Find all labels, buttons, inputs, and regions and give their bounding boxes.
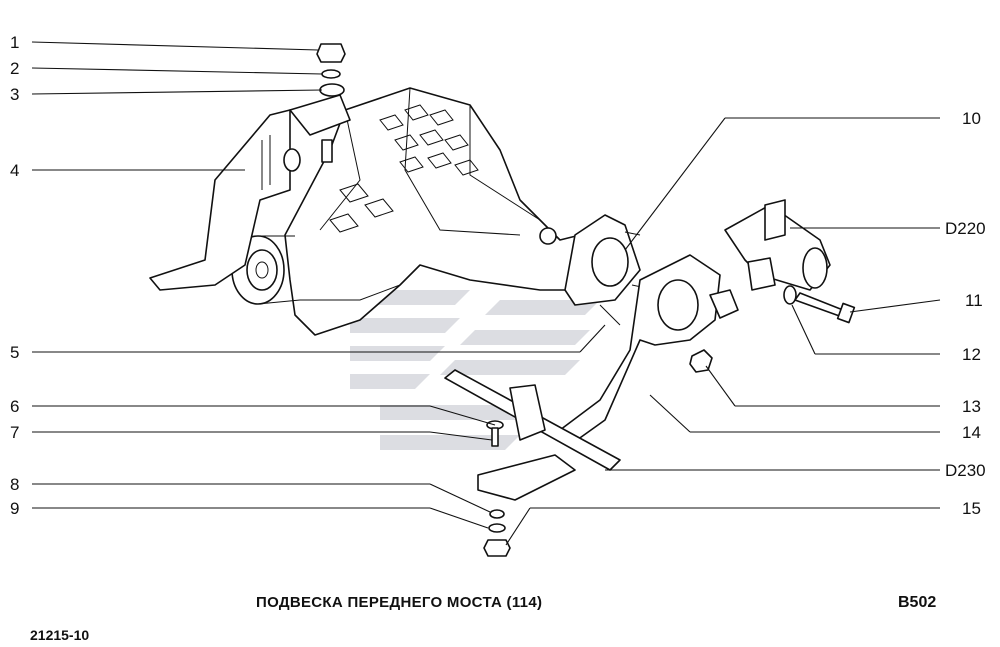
callout-7: 7: [10, 423, 19, 442]
callout-11: 11: [965, 291, 983, 310]
callout-d230: D230: [945, 461, 986, 480]
callout-9: 9: [10, 499, 19, 518]
watermark-logo: [350, 290, 600, 450]
callout-15: 15: [962, 499, 981, 518]
right-bracket: [559, 254, 739, 446]
right-housing-flange: [564, 214, 656, 326]
callouts-right: 10 D220 11 12 13 14 D230 15: [945, 109, 986, 518]
right-cushion: [724, 199, 831, 291]
page-code: B502: [898, 594, 937, 611]
callout-14: 14: [962, 423, 981, 442]
callout-6: 6: [10, 397, 19, 416]
catalog-number: 21215-10: [30, 627, 90, 643]
drive-flange: [231, 235, 301, 305]
callout-1: 1: [10, 33, 19, 52]
callout-2: 2: [10, 59, 19, 78]
callout-4: 4: [10, 161, 19, 180]
callout-13: 13: [962, 397, 981, 416]
callout-3: 3: [10, 85, 19, 104]
lower-crossbar: [444, 369, 621, 557]
callout-8: 8: [10, 475, 19, 494]
left-bracket: [149, 109, 301, 291]
leader-lines-left: [31, 41, 606, 529]
callouts-left: 1 2 3 4 5 6 7 8 9: [10, 33, 19, 518]
callout-10: 10: [962, 109, 981, 128]
leader-lines-right: [505, 117, 941, 546]
callout-12: 12: [962, 345, 981, 364]
diagram-title: ПОДВЕСКА ПЕРЕДНЕГО МОСТА (114): [256, 594, 543, 611]
fasteners-right: [689, 285, 856, 373]
callout-d220: D220: [945, 219, 986, 238]
callout-5: 5: [10, 343, 19, 362]
